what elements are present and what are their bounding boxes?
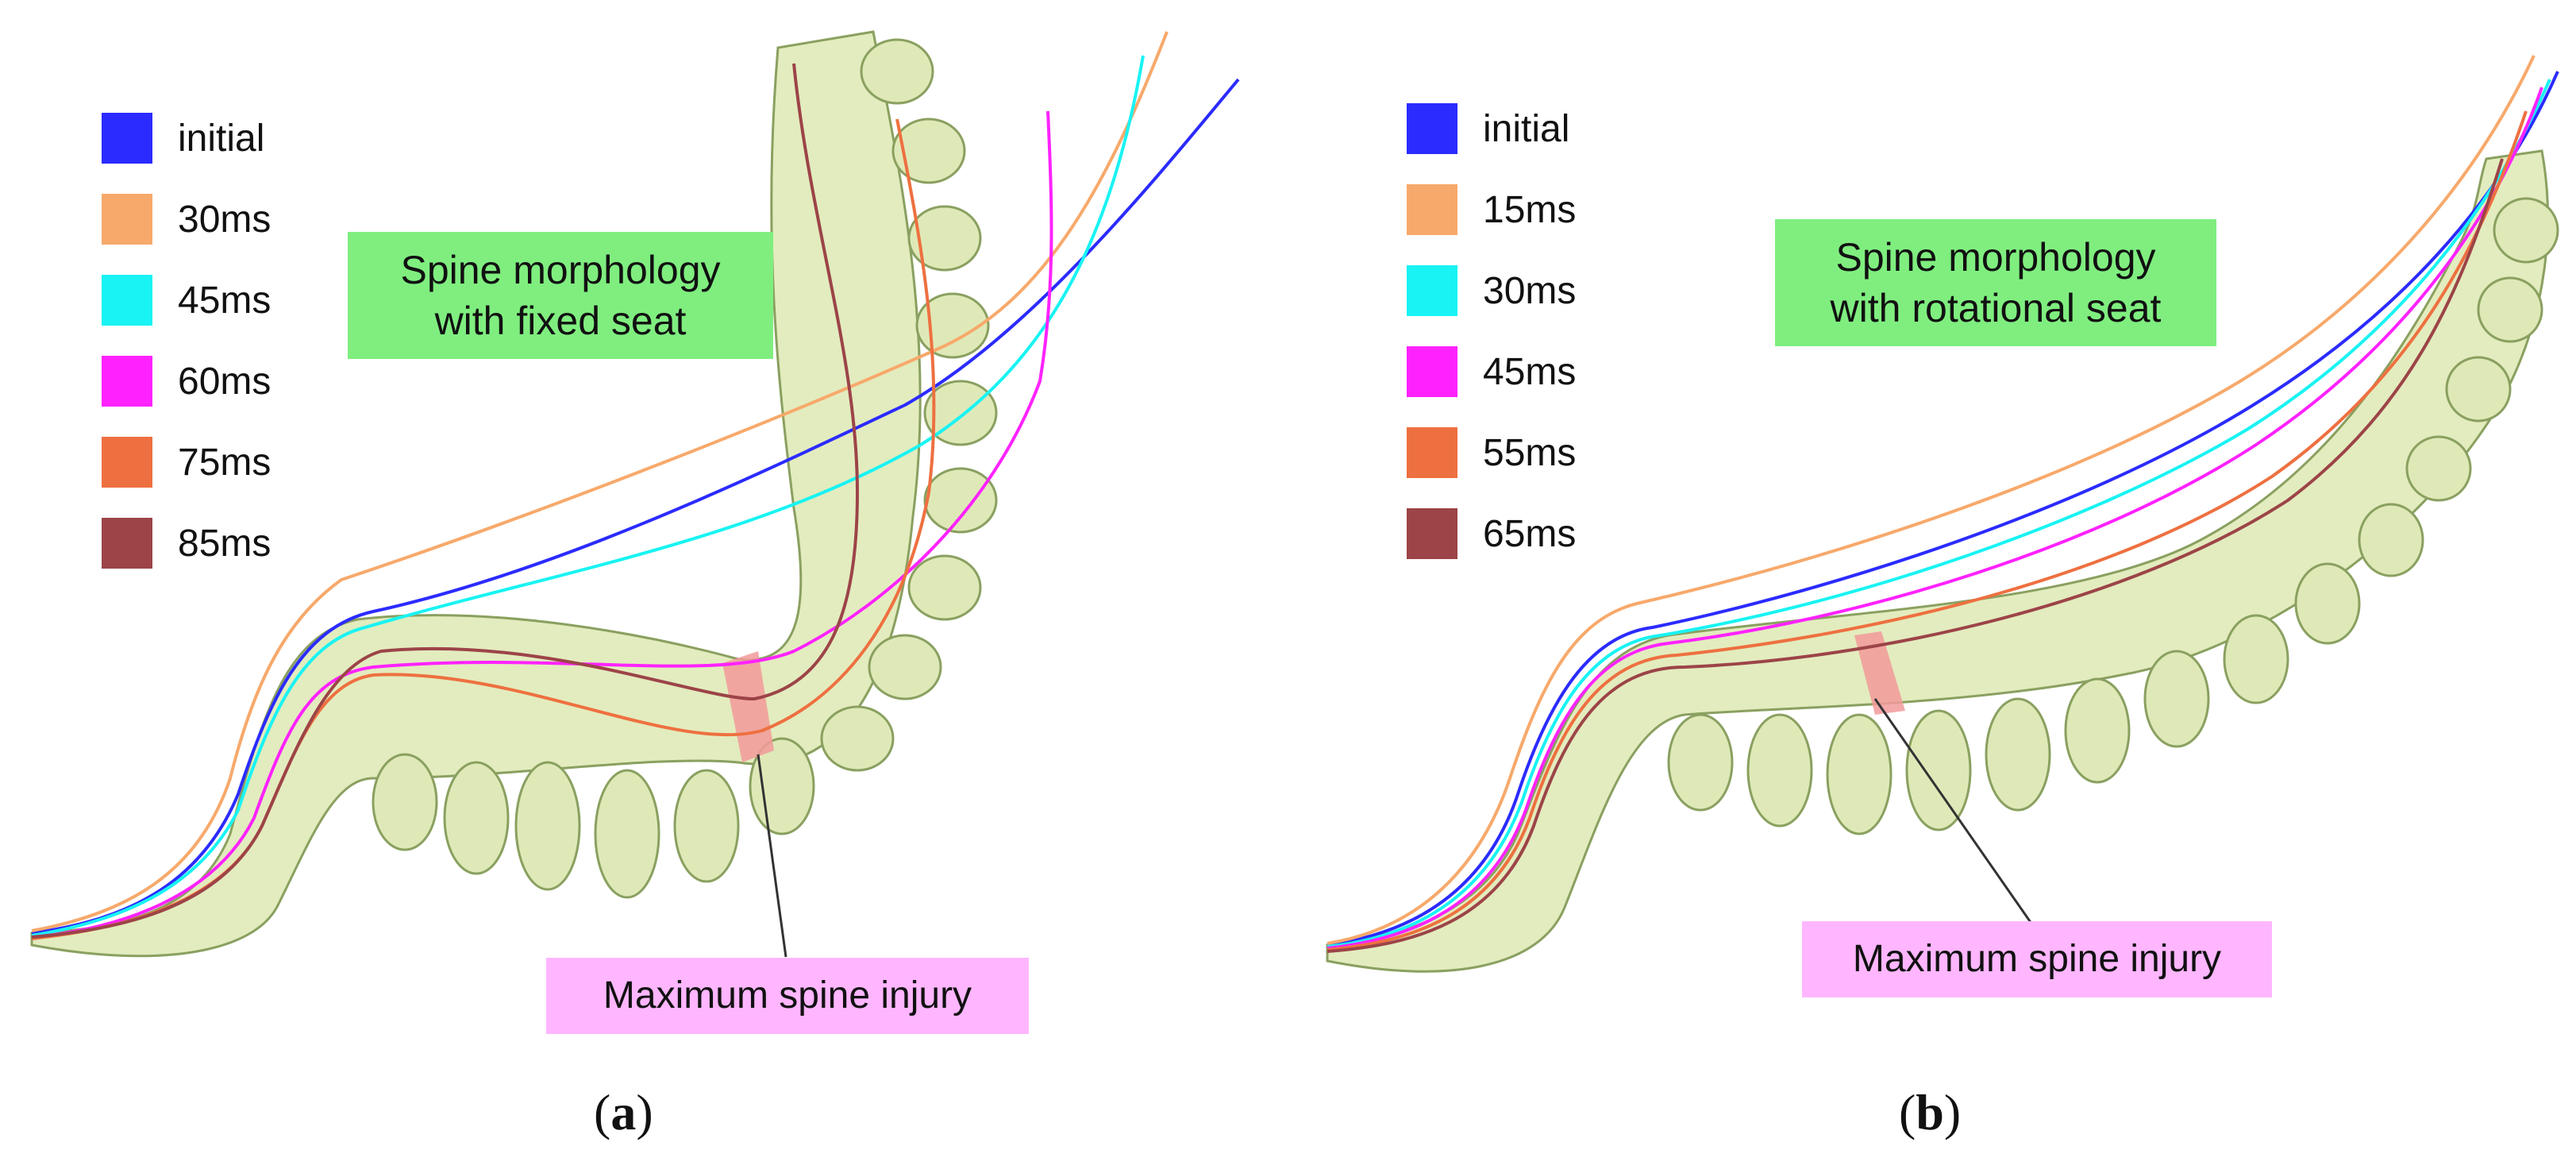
legend-label: 45ms bbox=[178, 279, 271, 322]
injury-leader-line-b bbox=[1873, 698, 2037, 930]
legend-swatch bbox=[1407, 427, 1457, 478]
legend-swatch bbox=[1407, 508, 1457, 559]
legend-item-30ms: 30ms bbox=[102, 192, 271, 246]
injury-segment-b bbox=[1854, 631, 1905, 715]
legend-swatch bbox=[102, 518, 152, 569]
legend-swatch bbox=[1407, 265, 1457, 316]
legend-a: initial 30ms 45ms 60ms 75ms 85ms bbox=[102, 111, 340, 588]
legend-label: 75ms bbox=[178, 441, 271, 484]
curve-55ms-b bbox=[1327, 110, 2528, 951]
legend-label: 85ms bbox=[178, 522, 271, 565]
panel-b: initial 15ms 30ms 45ms 55ms 65ms Spine m… bbox=[1288, 0, 2576, 1169]
legend-item-45ms: 45ms bbox=[102, 273, 271, 327]
vertebral-processes-b bbox=[1667, 197, 2559, 835]
legend-label: 30ms bbox=[178, 198, 271, 241]
legend-item-30ms: 30ms bbox=[1407, 264, 1576, 318]
legend-item-55ms: 55ms bbox=[1407, 426, 1576, 480]
legend-b: initial 15ms 30ms 45ms 55ms 65ms bbox=[1407, 102, 1645, 578]
panel-label-a: (a) bbox=[594, 1084, 653, 1140]
legend-label: initial bbox=[178, 117, 265, 160]
curve-45ms-a bbox=[31, 55, 1145, 937]
title-line-2: with fixed seat bbox=[434, 299, 687, 343]
legend-item-60ms: 60ms bbox=[102, 354, 271, 408]
curve-30ms-b bbox=[1327, 79, 2551, 948]
injury-label-box-a: Maximum spine injury bbox=[546, 958, 1029, 1034]
curve-85ms-a bbox=[31, 63, 860, 939]
legend-item-45ms: 45ms bbox=[1407, 345, 1576, 399]
legend-swatch bbox=[102, 275, 152, 326]
injury-segment-a bbox=[722, 651, 774, 762]
legend-item-85ms: 85ms bbox=[102, 516, 271, 570]
curve-15ms-b bbox=[1327, 55, 2536, 945]
title-line-2: with rotational seat bbox=[1830, 286, 2162, 330]
legend-label: 45ms bbox=[1483, 350, 1577, 393]
legend-swatch bbox=[1407, 346, 1457, 397]
injury-label-box-b: Maximum spine injury bbox=[1802, 921, 2272, 997]
curve-30ms-a bbox=[31, 31, 1169, 932]
legend-item-75ms: 75ms bbox=[102, 435, 271, 489]
legend-item-15ms: 15ms bbox=[1407, 183, 1576, 237]
legend-label: 55ms bbox=[1483, 431, 1577, 474]
panel-a: initial 30ms 45ms 60ms 75ms 85ms Spine m… bbox=[30, 30, 1240, 1140]
curve-65ms-b bbox=[1327, 158, 2504, 953]
legend-label: 15ms bbox=[1483, 188, 1577, 231]
legend-label: 30ms bbox=[1483, 269, 1577, 312]
trajectory-lines-b bbox=[1327, 55, 2559, 953]
curve-60ms-a bbox=[31, 110, 1053, 939]
panel-letter: a bbox=[610, 1084, 637, 1140]
legend-swatch bbox=[1407, 103, 1457, 154]
panel-letter: b bbox=[1916, 1084, 1944, 1140]
panel-label-b: (b) bbox=[1899, 1084, 1962, 1140]
legend-swatch bbox=[102, 437, 152, 488]
title-box-b: Spine morphology with rotational seat bbox=[1775, 219, 2216, 346]
title-box-a: Spine morphology with fixed seat bbox=[348, 232, 773, 359]
legend-swatch bbox=[102, 356, 152, 407]
curve-45ms-b bbox=[1327, 87, 2543, 950]
legend-swatch bbox=[1407, 184, 1457, 235]
title-line-1: Spine morphology bbox=[400, 248, 721, 292]
title-line-1: Spine morphology bbox=[1835, 235, 2156, 280]
legend-label: 60ms bbox=[178, 360, 271, 403]
spine-body-b bbox=[1326, 149, 2549, 973]
legend-item-initial: initial bbox=[1407, 102, 1569, 156]
curve-initial-a bbox=[31, 78, 1240, 935]
trajectory-lines-a bbox=[31, 31, 1240, 940]
legend-item-65ms: 65ms bbox=[1407, 507, 1576, 561]
legend-swatch bbox=[102, 194, 152, 245]
legend-label: initial bbox=[1483, 107, 1570, 150]
spine-figure-rotational-seat bbox=[1326, 55, 2559, 973]
injury-leader-line-a bbox=[757, 754, 787, 958]
legend-label: 65ms bbox=[1483, 512, 1577, 555]
spine-figure-fixed-seat bbox=[30, 30, 1240, 958]
curve-initial-b bbox=[1327, 71, 2559, 947]
legend-item-initial: initial bbox=[102, 111, 264, 165]
legend-swatch bbox=[102, 113, 152, 164]
